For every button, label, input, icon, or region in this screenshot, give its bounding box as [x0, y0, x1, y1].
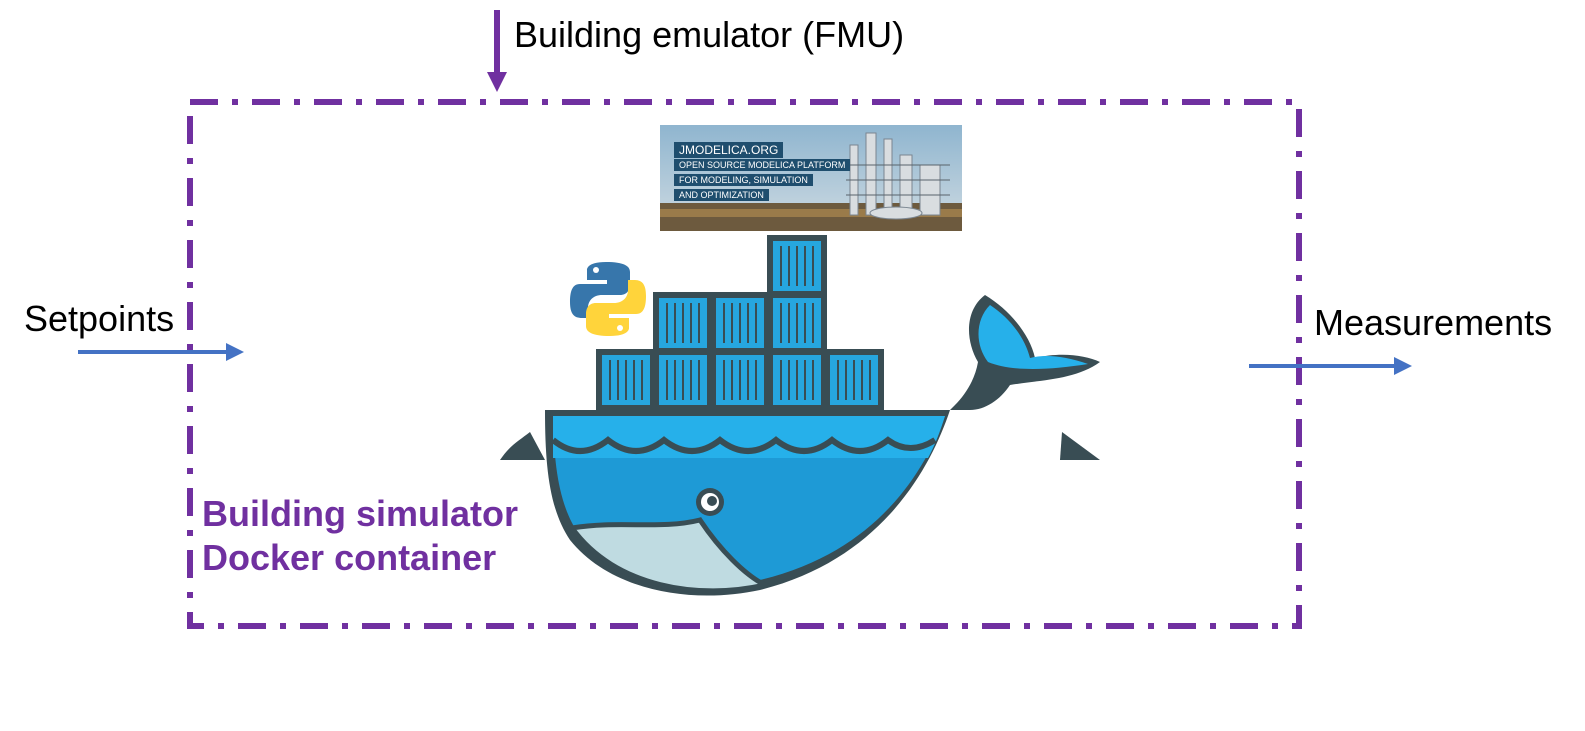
top-arrow — [487, 10, 507, 92]
measurements-label: Measurements — [1314, 302, 1553, 343]
docker-whale-icon — [470, 235, 1100, 596]
container-caption-line2: Docker container — [202, 537, 497, 578]
jmodelica-line3: AND OPTIMIZATION — [674, 189, 769, 201]
building-emulator-label: Building emulator (FMU) — [514, 14, 905, 55]
container-caption-line1: Building simulator — [202, 493, 519, 534]
setpoints-label: Setpoints — [24, 298, 175, 339]
jmodelica-line1: OPEN SOURCE MODELICA PLATFORM — [674, 159, 851, 171]
python-logo-icon — [570, 262, 646, 336]
container-caption: Building simulator Docker container — [202, 492, 518, 580]
setpoints-arrow — [78, 343, 244, 361]
jmodelica-line2: FOR MODELING, SIMULATION — [674, 174, 813, 186]
measurements-arrow — [1249, 357, 1412, 375]
jmodelica-logo: JMODELICA.ORG OPEN SOURCE MODELICA PLATF… — [660, 125, 962, 231]
jmodelica-title: JMODELICA.ORG — [674, 142, 784, 158]
